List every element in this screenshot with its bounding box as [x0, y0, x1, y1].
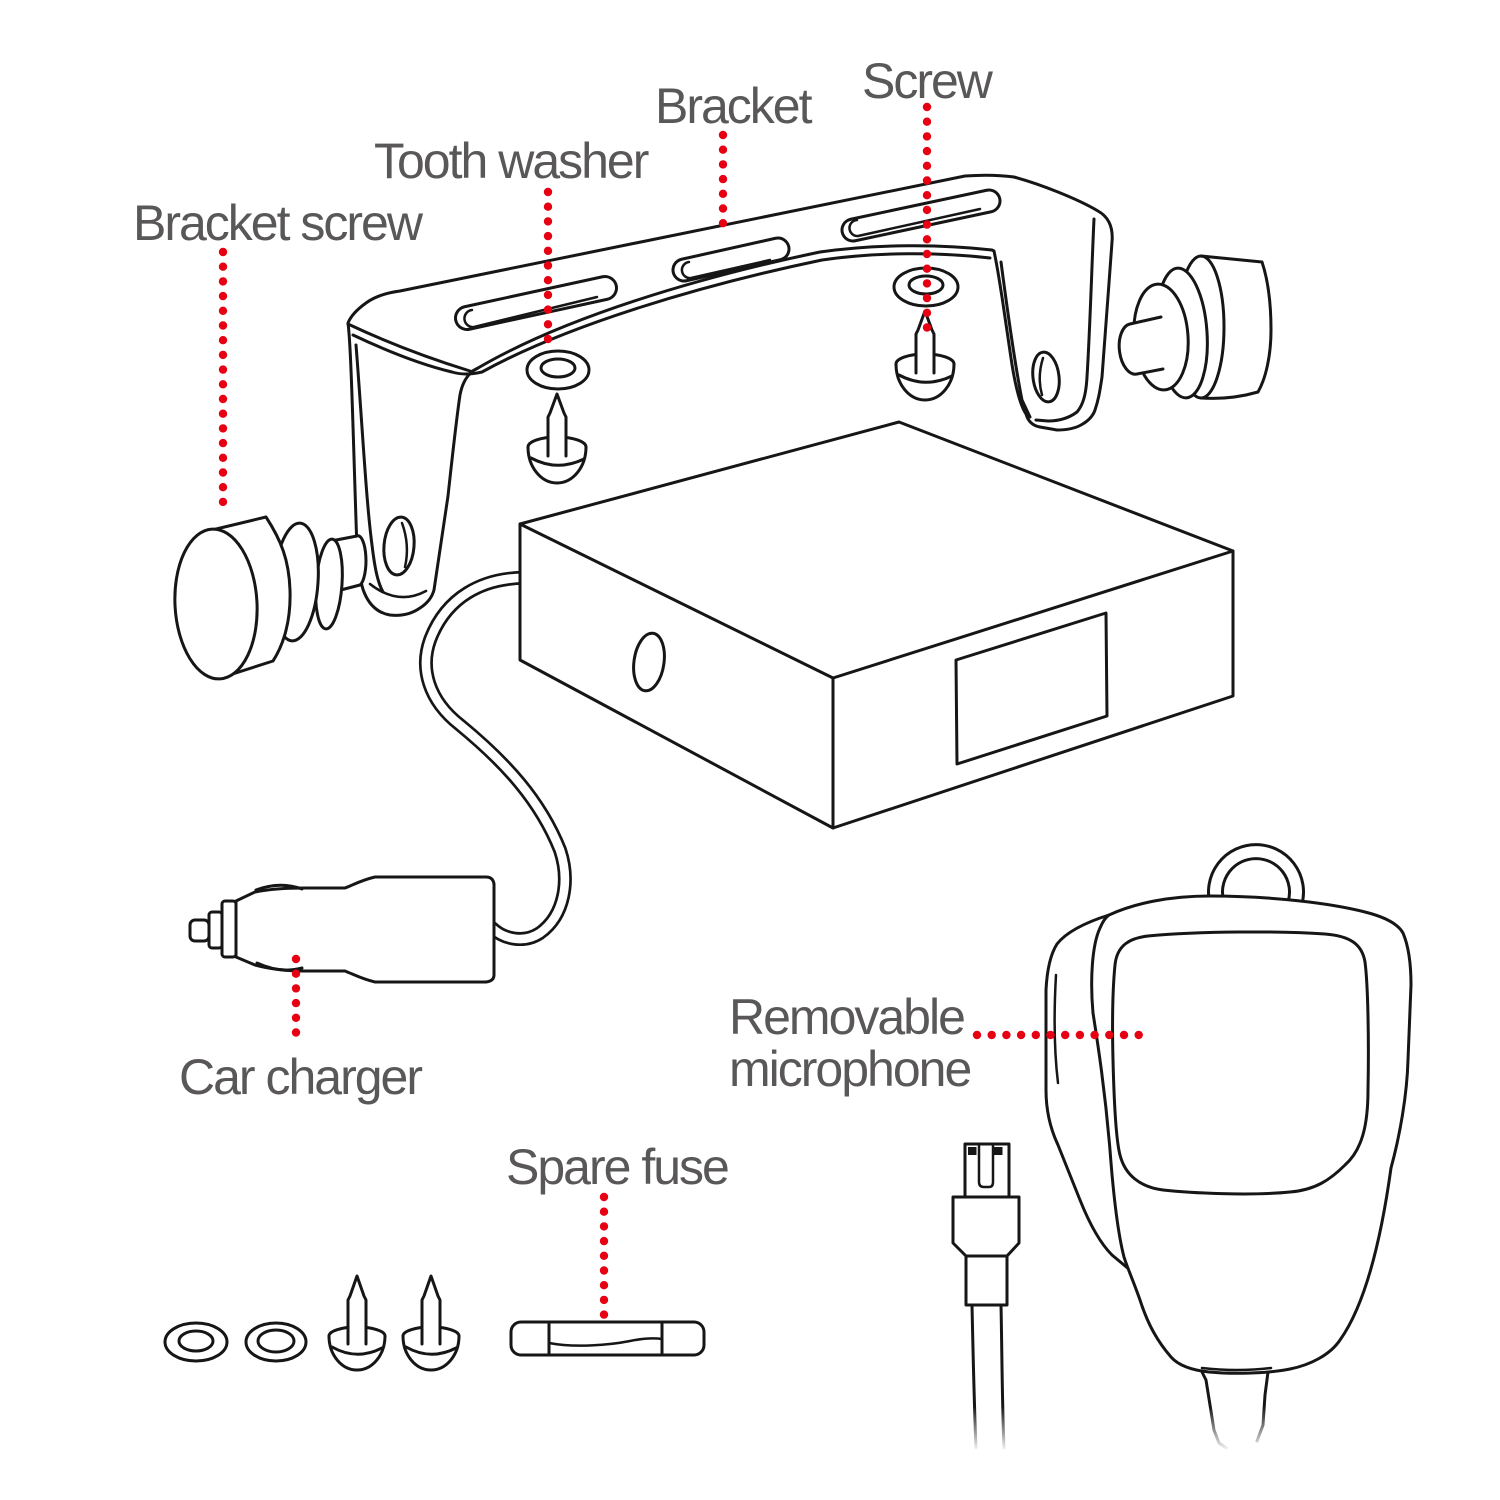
svg-text:Bracket screw: Bracket screw — [133, 195, 424, 251]
svg-text:Screw: Screw — [862, 53, 994, 109]
svg-text:Removable: Removable — [729, 989, 964, 1045]
svg-text:microphone: microphone — [729, 1041, 970, 1097]
svg-text:Bracket: Bracket — [655, 78, 813, 134]
svg-text:Tooth washer: Tooth washer — [374, 133, 649, 189]
svg-text:Spare fuse: Spare fuse — [506, 1139, 728, 1195]
svg-text:Car charger: Car charger — [179, 1049, 422, 1105]
